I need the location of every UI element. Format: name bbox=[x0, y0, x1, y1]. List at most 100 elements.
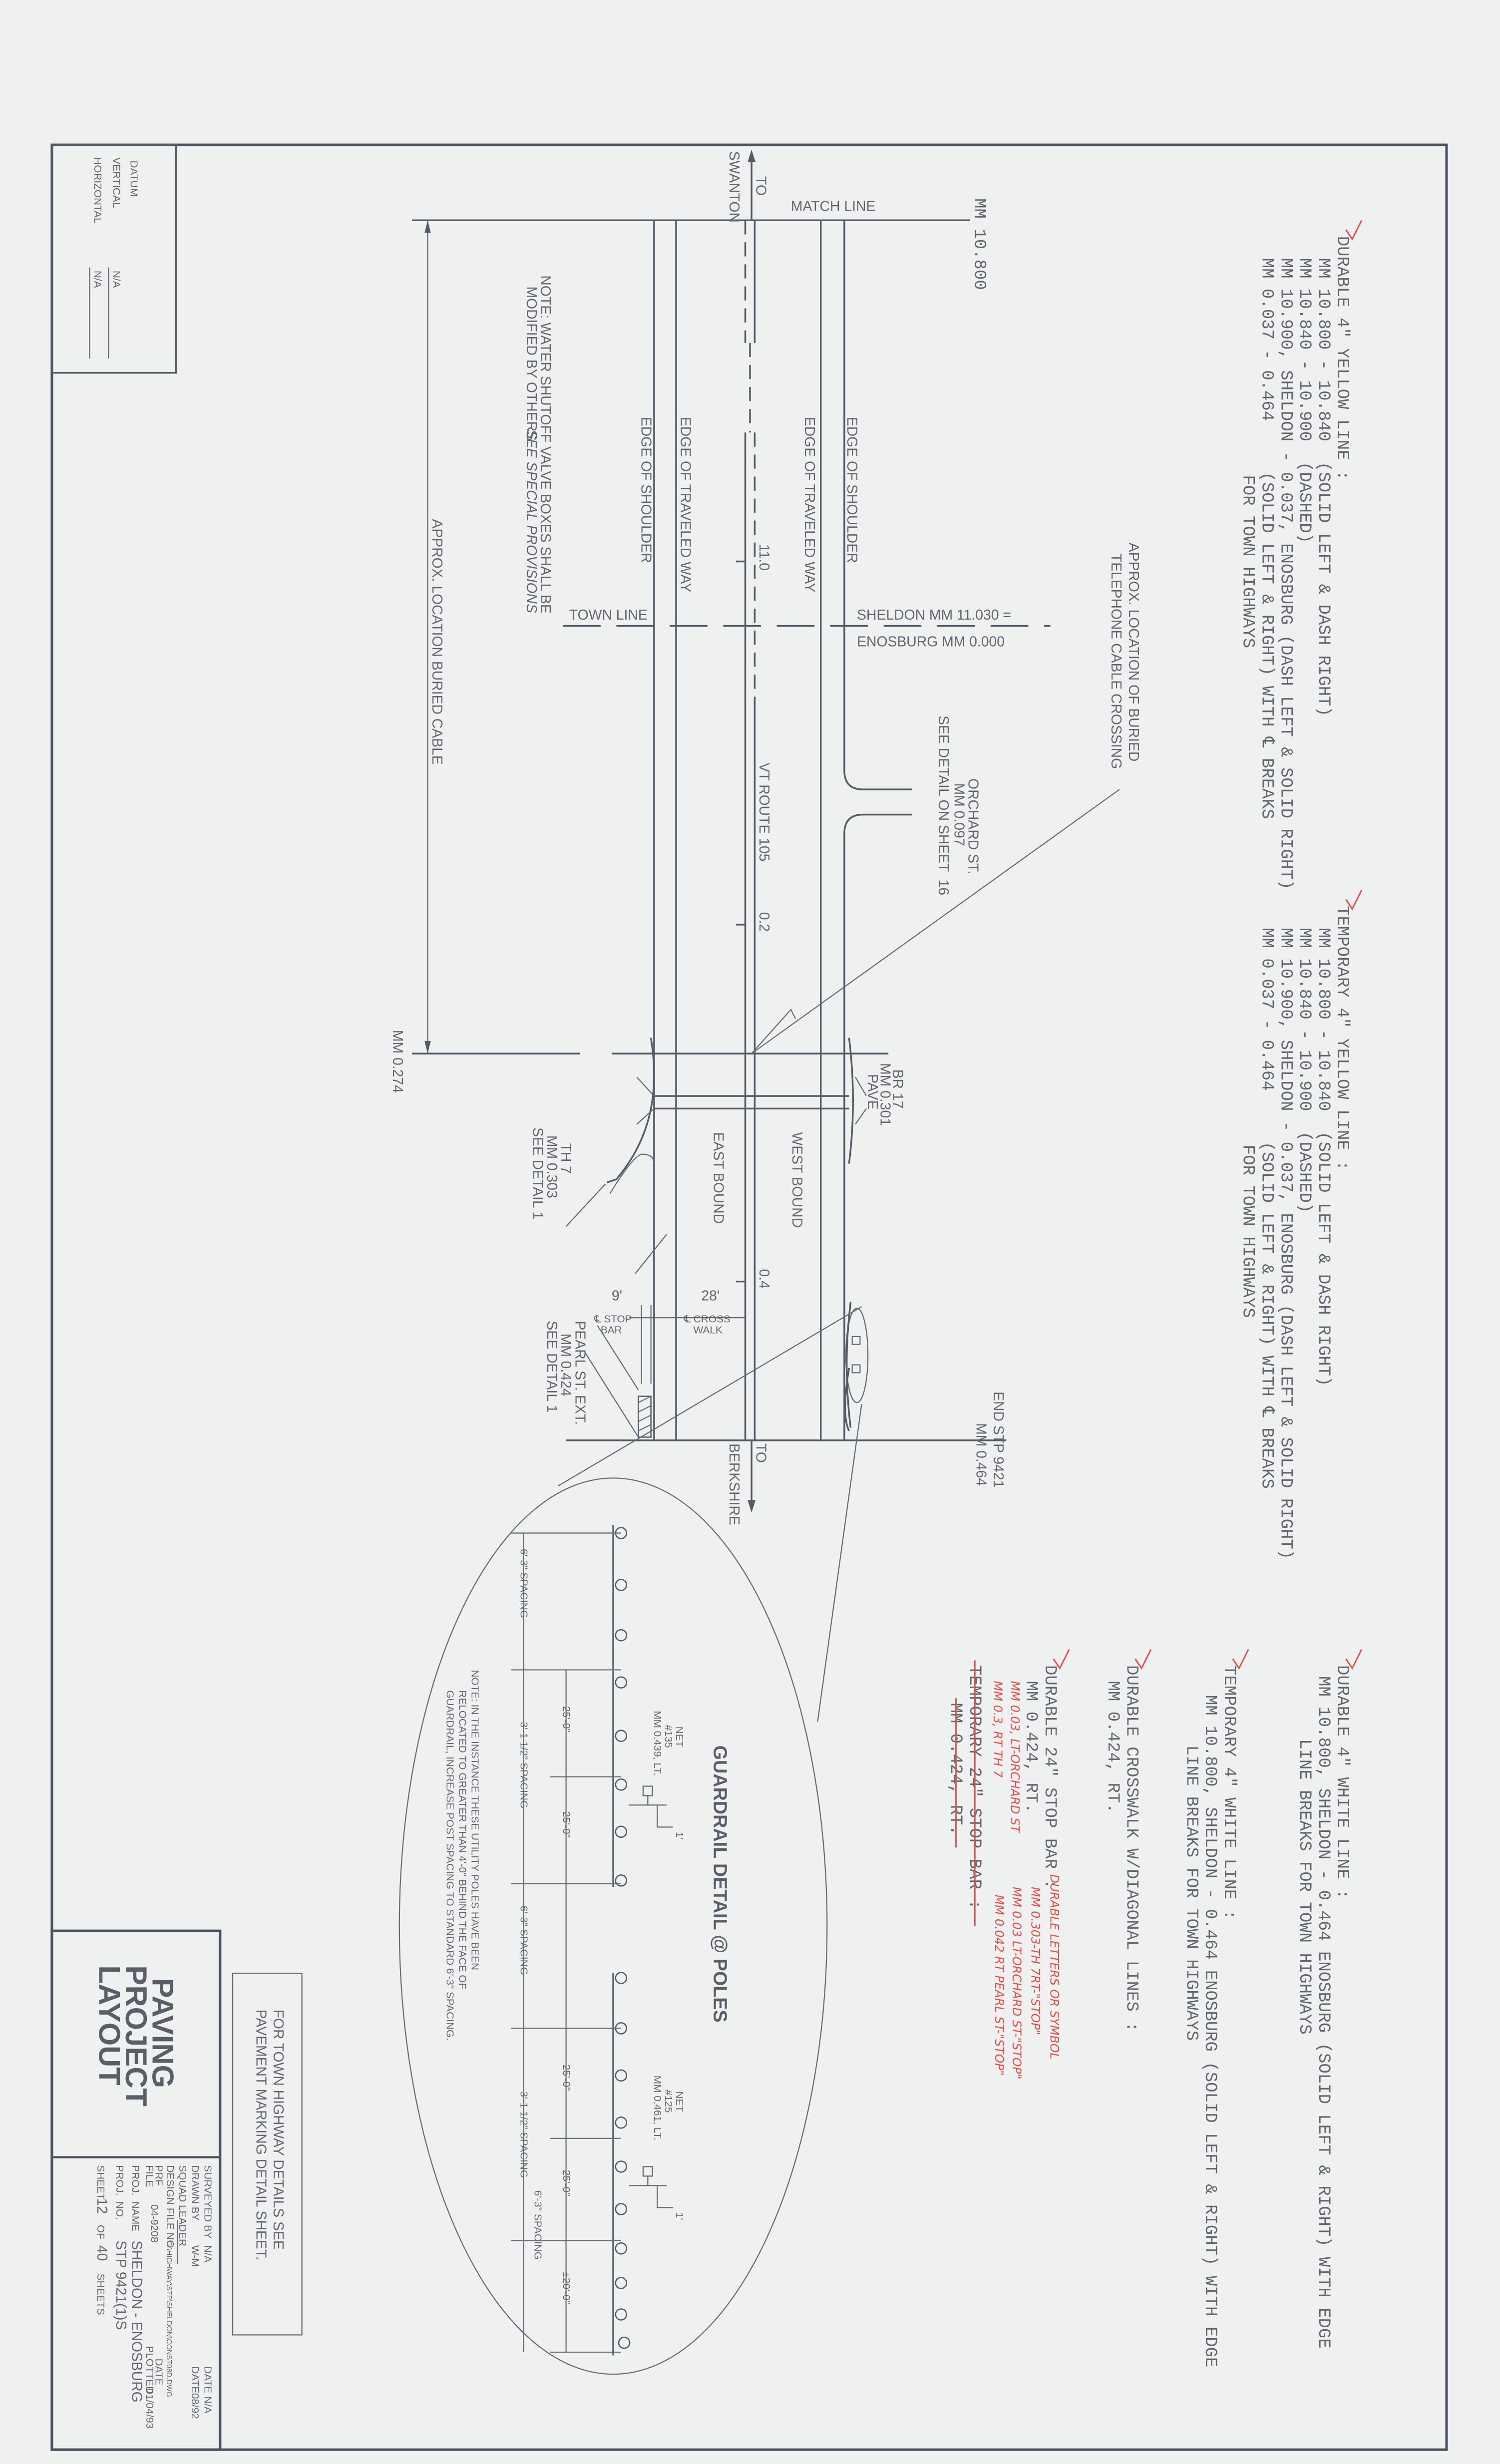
pearl-st-label: PEARL ST. EXT. bbox=[572, 1321, 588, 1424]
note-heading: DURABLE CROSSWALK W/DIAGONAL LINES : bbox=[1122, 1665, 1141, 2032]
field-label: DATE bbox=[202, 2366, 213, 2393]
field-label: SURVEYED BY bbox=[202, 2165, 213, 2238]
right-edge-of-shoulder bbox=[843, 220, 912, 1440]
note-temporary-white-line: TEMPORARY 4" WHITE LINE : MM 10.800, SHE… bbox=[1181, 1649, 1249, 2367]
drawn-date-value: 08/92 bbox=[189, 2393, 201, 2419]
length-label: 25'-0" bbox=[560, 2065, 572, 2091]
west-bound-label: WEST BOUND bbox=[789, 1132, 805, 1228]
sheet-title: LAYOUT bbox=[92, 1965, 126, 2085]
design-file-value: G:\HIGHWAY\STP\SHELDON\CONST08D.DWG bbox=[165, 2240, 173, 2397]
note-crosswalk: DURABLE CROSSWALK W/DIAGONAL LINES : MM … bbox=[1103, 1649, 1152, 2032]
edge-label: EDGE OF TRAVELED WAY bbox=[801, 417, 817, 593]
datum-vertical-label: VERTICAL bbox=[111, 157, 122, 208]
pole-label: #125 bbox=[663, 2090, 674, 2112]
spacing-label: 3'-1 1/2" SPACING bbox=[518, 1722, 529, 1808]
total-sheets-value: 40 bbox=[94, 2245, 110, 2261]
note-line: MM 10.900, SHELDON - 0.037, ENOSBURG (DA… bbox=[1276, 928, 1295, 1559]
orchard-st-label: MM 0.097 bbox=[951, 783, 967, 846]
note-line: MM 10.800, SHELDON - 0.464 ENOSBURG (SOL… bbox=[1314, 1676, 1333, 2349]
arrow-up-icon bbox=[748, 149, 756, 162]
field-label: PRF bbox=[153, 2165, 165, 2186]
mm-start-label: MM 10.800 bbox=[969, 198, 988, 290]
handwritten-annotation: SEE SPECIAL PROVISIONS bbox=[523, 429, 539, 613]
th7-label: MM 0.303 bbox=[544, 1135, 560, 1198]
spacing-label: 6'-3" SPACING bbox=[518, 1549, 529, 1618]
guardrail-title: GUARDRAIL DETAIL @ POLES bbox=[710, 1746, 731, 2023]
field-label: SHEETS bbox=[95, 2274, 106, 2315]
check-mark-icon bbox=[1345, 220, 1363, 241]
offset-label: 1' bbox=[674, 2212, 685, 2220]
length-label: 25'-0" bbox=[560, 1811, 572, 1838]
handwritten-annotation: DURABLE LETTERS OR SYMBOL bbox=[1047, 1874, 1061, 2060]
town-highway-note: FOR TOWN HIGHWAY DETAILS SEE PAVEMENT MA… bbox=[232, 1973, 303, 2336]
pole-label: MM 0.439, LT. bbox=[652, 1711, 663, 1775]
surveyed-date-value: N/A bbox=[202, 2396, 213, 2414]
handwritten-annotation: MM 0.03 LT-ORCHARD ST-"STOP" bbox=[1010, 1887, 1024, 2079]
note-line: MM 10.840 - 10.900 (DASHED) bbox=[1295, 258, 1314, 543]
bridge-label: MM 0.301 bbox=[877, 1063, 893, 1126]
note-durable-yellow-line: DURABLE 4" YELLOW LINE : MM 10.800 - 10.… bbox=[1238, 220, 1363, 890]
sheet-number-value: 12 bbox=[94, 2198, 110, 2214]
spacing-label: 6'-3" SPACING bbox=[518, 1906, 529, 1975]
edge-label: EDGE OF SHOULDER bbox=[638, 417, 654, 563]
plotted-date-value: 01/04/93 bbox=[144, 2388, 155, 2429]
bridge-label: PAVE bbox=[864, 1074, 880, 1109]
crosswalk-label: WALK bbox=[694, 1325, 723, 1336]
datum-box: DATUM VERTICAL N/A HORIZONTAL N/A bbox=[51, 144, 177, 374]
edge-label: EDGE OF SHOULDER bbox=[844, 417, 860, 563]
to-swanton-label: SWANTON bbox=[726, 151, 742, 223]
note-line: MM 0.424, RT. bbox=[1021, 1681, 1040, 1813]
datum-title: DATUM bbox=[128, 161, 139, 197]
guardrail-note: RELOCATED TO GREATER THAN 4'-0" BEHIND T… bbox=[456, 1690, 468, 1989]
match-line-label: MATCH LINE bbox=[791, 198, 875, 214]
check-mark-icon bbox=[1345, 889, 1363, 911]
field-label: PROJ. NAME bbox=[130, 2165, 141, 2231]
end-project-label: MM 0.464 bbox=[973, 1423, 989, 1486]
note-line: MM 10.900, SHELDON - 0.037, ENOSBURG (DA… bbox=[1276, 258, 1295, 890]
east-bound-label: EAST BOUND bbox=[711, 1132, 727, 1224]
field-label: FILE bbox=[144, 2165, 155, 2187]
field-label: DATE bbox=[153, 2359, 165, 2386]
pearl-st-label: MM 0.424 bbox=[558, 1334, 574, 1397]
to-swanton-label: TO bbox=[753, 176, 769, 196]
end-project-label: END STP 9421 bbox=[990, 1392, 1006, 1488]
note-line: MM 0.424, RT. bbox=[946, 1703, 965, 1835]
telephone-cable-label: APPROX. LOCATION OF BURIED bbox=[1125, 543, 1141, 762]
spacing-label: 3'-1 1/2" SPACING bbox=[518, 2091, 529, 2178]
drawn-by-value: W-M bbox=[189, 2245, 201, 2267]
pearl-st-label: SEE DETAIL 1 bbox=[544, 1321, 560, 1412]
note-stop-bar: DURABLE 24" STOP BAR : MM 0.424, RT. MM … bbox=[991, 1649, 1070, 2079]
sheet-title: PROJECT bbox=[119, 1965, 153, 2107]
spacing-label: 6'-3" SPACING bbox=[532, 2190, 544, 2260]
crosswalk-dimension: 28' bbox=[701, 1288, 720, 1304]
town-line-mm: ENOSBURG MM 0.000 bbox=[857, 634, 1005, 650]
note-line: MM 10.840 - 10.900 (DASHED) bbox=[1295, 928, 1314, 1213]
note-line: FOR TOWN HIGHWAY DETAILS SEE bbox=[270, 2010, 286, 2250]
title-block: PAVING PROJECT LAYOUT SURVEYED BY N/A DA… bbox=[50, 1929, 222, 2451]
pole-label: NET bbox=[674, 2091, 685, 2112]
note-line: LINE BREAKS FOR TOWN HIGHWAYS bbox=[1181, 1746, 1200, 2041]
sheet-title: PAVING bbox=[146, 1978, 179, 2088]
note-heading: DURABLE 4" WHITE LINE : bbox=[1333, 1665, 1352, 1899]
guardrail-note: NOTE: IN THE INSTANCE THESE UTILITY POLE… bbox=[469, 1670, 481, 1970]
town-line-mm: SHELDON MM 11.030 = bbox=[857, 607, 1011, 623]
note-heading: TEMPORARY 24" STOP BAR : bbox=[965, 1665, 984, 1910]
check-mark-icon bbox=[1345, 1649, 1363, 1670]
note-heading: DURABLE 24" STOP BAR : bbox=[1040, 1665, 1059, 1889]
length-label: 25'-0" bbox=[560, 1706, 572, 1733]
guardrail-posts bbox=[615, 1527, 631, 2349]
guardrail-note: GUARDRAIL, INCREASE POST SPACING TO STAN… bbox=[444, 1690, 455, 2040]
crosswalk-label: ℄ CROSS bbox=[684, 1314, 731, 1325]
field-label: DESIGN FILE NO. bbox=[164, 2165, 176, 2251]
arrow-down-icon bbox=[748, 1500, 756, 1513]
orchard-st-label: ORCHARD ST. bbox=[965, 778, 981, 874]
buried-cable-label: APPROX. LOCATION BURIED CABLE bbox=[429, 519, 445, 764]
field-label: DATE bbox=[189, 2366, 201, 2393]
project-number-value: STP 9421(1)S bbox=[113, 2240, 129, 2330]
station-label: 0.4 bbox=[756, 1269, 772, 1288]
bridge-label: BR 17 bbox=[890, 1069, 906, 1109]
check-mark-icon bbox=[1232, 1649, 1249, 1670]
handwritten-annotation: MM 0.303-TH 7RT-"STOP" bbox=[1029, 1887, 1043, 2035]
check-mark-icon bbox=[1134, 1649, 1152, 1670]
note-temporary-yellow-line: TEMPORARY 4" YELLOW LINE : MM 10.800 - 1… bbox=[1238, 889, 1363, 1559]
